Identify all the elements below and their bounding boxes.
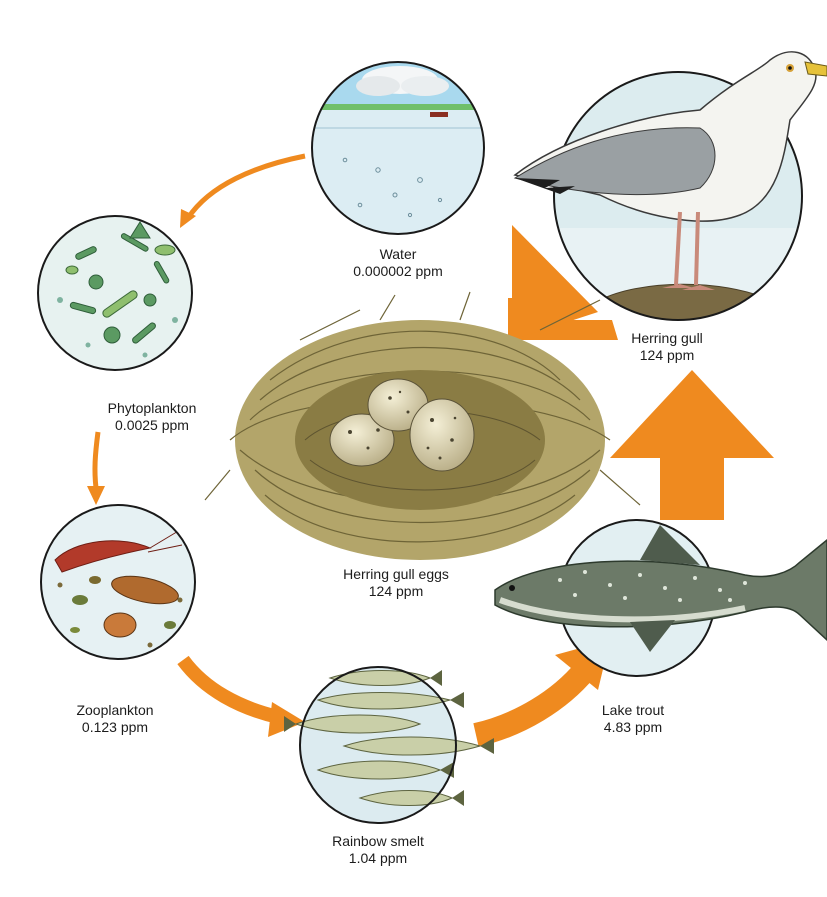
water-value: 0.000002 ppm [353, 263, 443, 280]
water-name: Water [353, 246, 443, 263]
herring-gull-value: 124 ppm [631, 347, 703, 364]
arrow-zooplankton-to-smelt [183, 660, 278, 717]
zooplankton-label: Zooplankton 0.123 ppm [76, 702, 153, 736]
trout-fish-icon [495, 520, 827, 676]
rainbow-smelt-label: Rainbow smelt 1.04 ppm [332, 833, 424, 867]
arrow-phytoplankton-to-zooplankton [95, 432, 98, 488]
zooplankton-icon [41, 505, 195, 659]
herring-gull-label: Herring gull 124 ppm [631, 330, 703, 364]
herring-gull-eggs-label: Herring gull eggs 124 ppm [343, 566, 449, 600]
phytoplankton-value: 0.0025 ppm [108, 417, 197, 434]
lake-trout-name: Lake trout [602, 702, 664, 719]
arrow-water-to-phytoplankton [188, 156, 305, 218]
lake-trout-label: Lake trout 4.83 ppm [602, 702, 664, 736]
zooplankton-value: 0.123 ppm [76, 719, 153, 736]
rainbow-smelt-name: Rainbow smelt [332, 833, 424, 850]
lake-trout-value: 4.83 ppm [602, 719, 664, 736]
water-label: Water 0.000002 ppm [353, 246, 443, 280]
arrow-trout-to-gull [610, 370, 774, 520]
herring-gull-eggs-value: 124 ppm [343, 583, 449, 600]
smelt-fish-icon [284, 667, 494, 823]
phytoplankton-name: Phytoplankton [108, 400, 197, 417]
phytoplankton-icon [38, 216, 192, 370]
water-scene-icon [300, 60, 500, 240]
herring-gull-name: Herring gull [631, 330, 703, 347]
arrow-head-phytoplankton-to-zooplankton [87, 486, 105, 505]
rainbow-smelt-value: 1.04 ppm [332, 850, 424, 867]
arrow-smelt-to-trout [476, 670, 585, 735]
herring-gull-eggs-name: Herring gull eggs [343, 566, 449, 583]
phytoplankton-label: Phytoplankton 0.0025 ppm [108, 400, 197, 434]
zooplankton-name: Zooplankton [76, 702, 153, 719]
